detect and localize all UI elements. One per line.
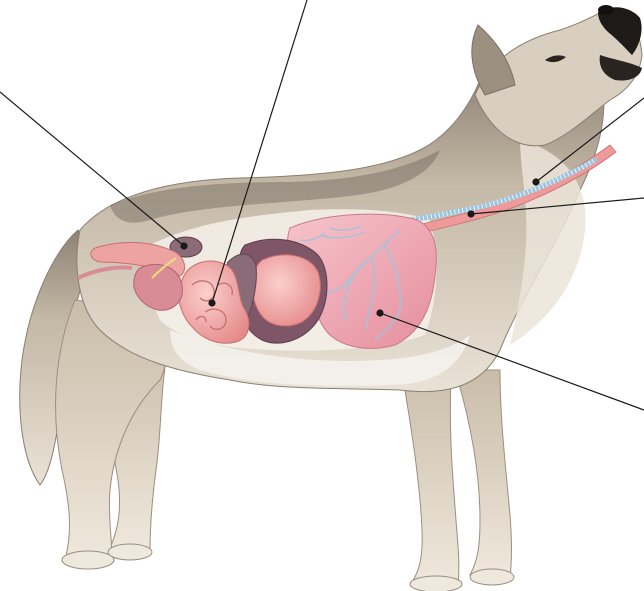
leader-dot-trachea	[468, 211, 474, 217]
leader-dot-intestines	[209, 300, 215, 306]
leader-dot-kidney	[181, 243, 187, 249]
wolf-paw	[410, 576, 462, 591]
wolf-front-leg-near	[400, 360, 459, 585]
leader-dot-esophagus	[533, 179, 539, 185]
wolf-front-leg-far	[455, 370, 512, 578]
wolf-paw	[108, 544, 152, 560]
wolf-paw	[470, 569, 514, 585]
wolf-nose	[598, 5, 614, 15]
wolf-paw	[62, 551, 114, 569]
stomach	[252, 255, 320, 326]
leader-dot-lung	[377, 310, 383, 316]
